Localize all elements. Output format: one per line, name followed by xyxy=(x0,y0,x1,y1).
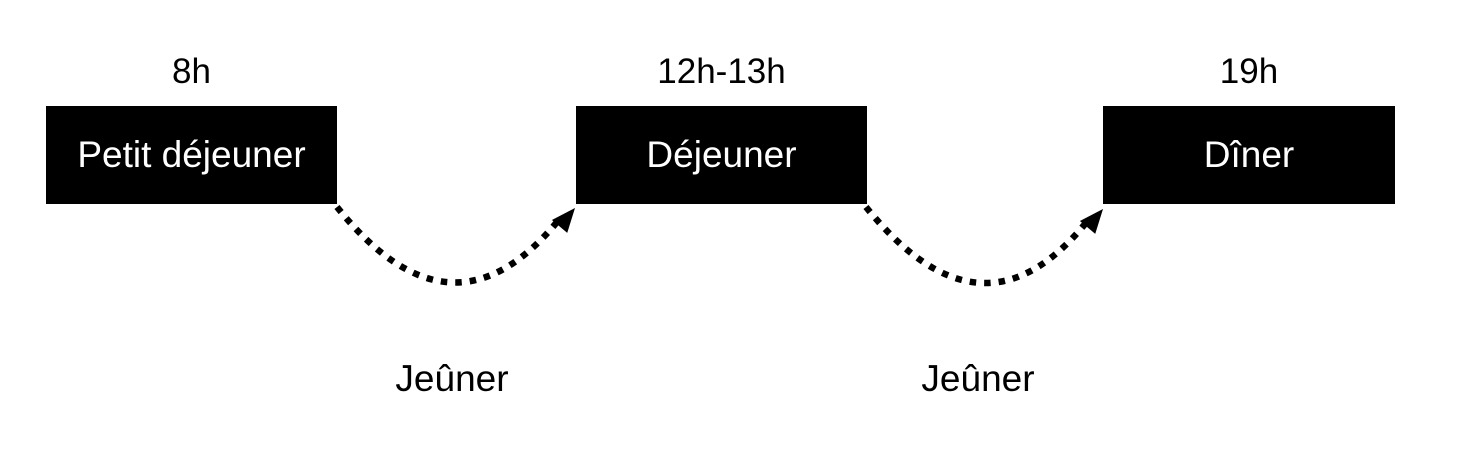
meal-time-dinner: 19h xyxy=(1219,52,1279,91)
fasting-label-2: Jeûner xyxy=(921,358,1035,399)
fasting-label-1: Jeûner xyxy=(395,358,509,399)
meal-time-lunch: 12h-13h xyxy=(657,52,786,91)
fasting-arrow-2-head-icon xyxy=(1079,209,1103,234)
fasting-arrow-2-curve xyxy=(863,204,1088,287)
fasting-arrow-1-head-icon xyxy=(551,208,575,233)
meal-box-label: Déjeuner xyxy=(646,134,797,175)
meal-box-breakfast: Petit déjeuner xyxy=(46,106,337,204)
fasting-arrow-1 xyxy=(334,204,575,286)
meal-time-breakfast: 8h xyxy=(172,52,211,91)
meal-box-label: Dîner xyxy=(1203,134,1295,175)
meal-box-dinner: Dîner xyxy=(1103,106,1395,204)
meal-box-label: Petit déjeuner xyxy=(77,134,306,175)
meal-box-lunch: Déjeuner xyxy=(576,106,867,204)
fasting-arrow-1-curve xyxy=(334,204,560,286)
fasting-arrow-2 xyxy=(863,204,1103,287)
